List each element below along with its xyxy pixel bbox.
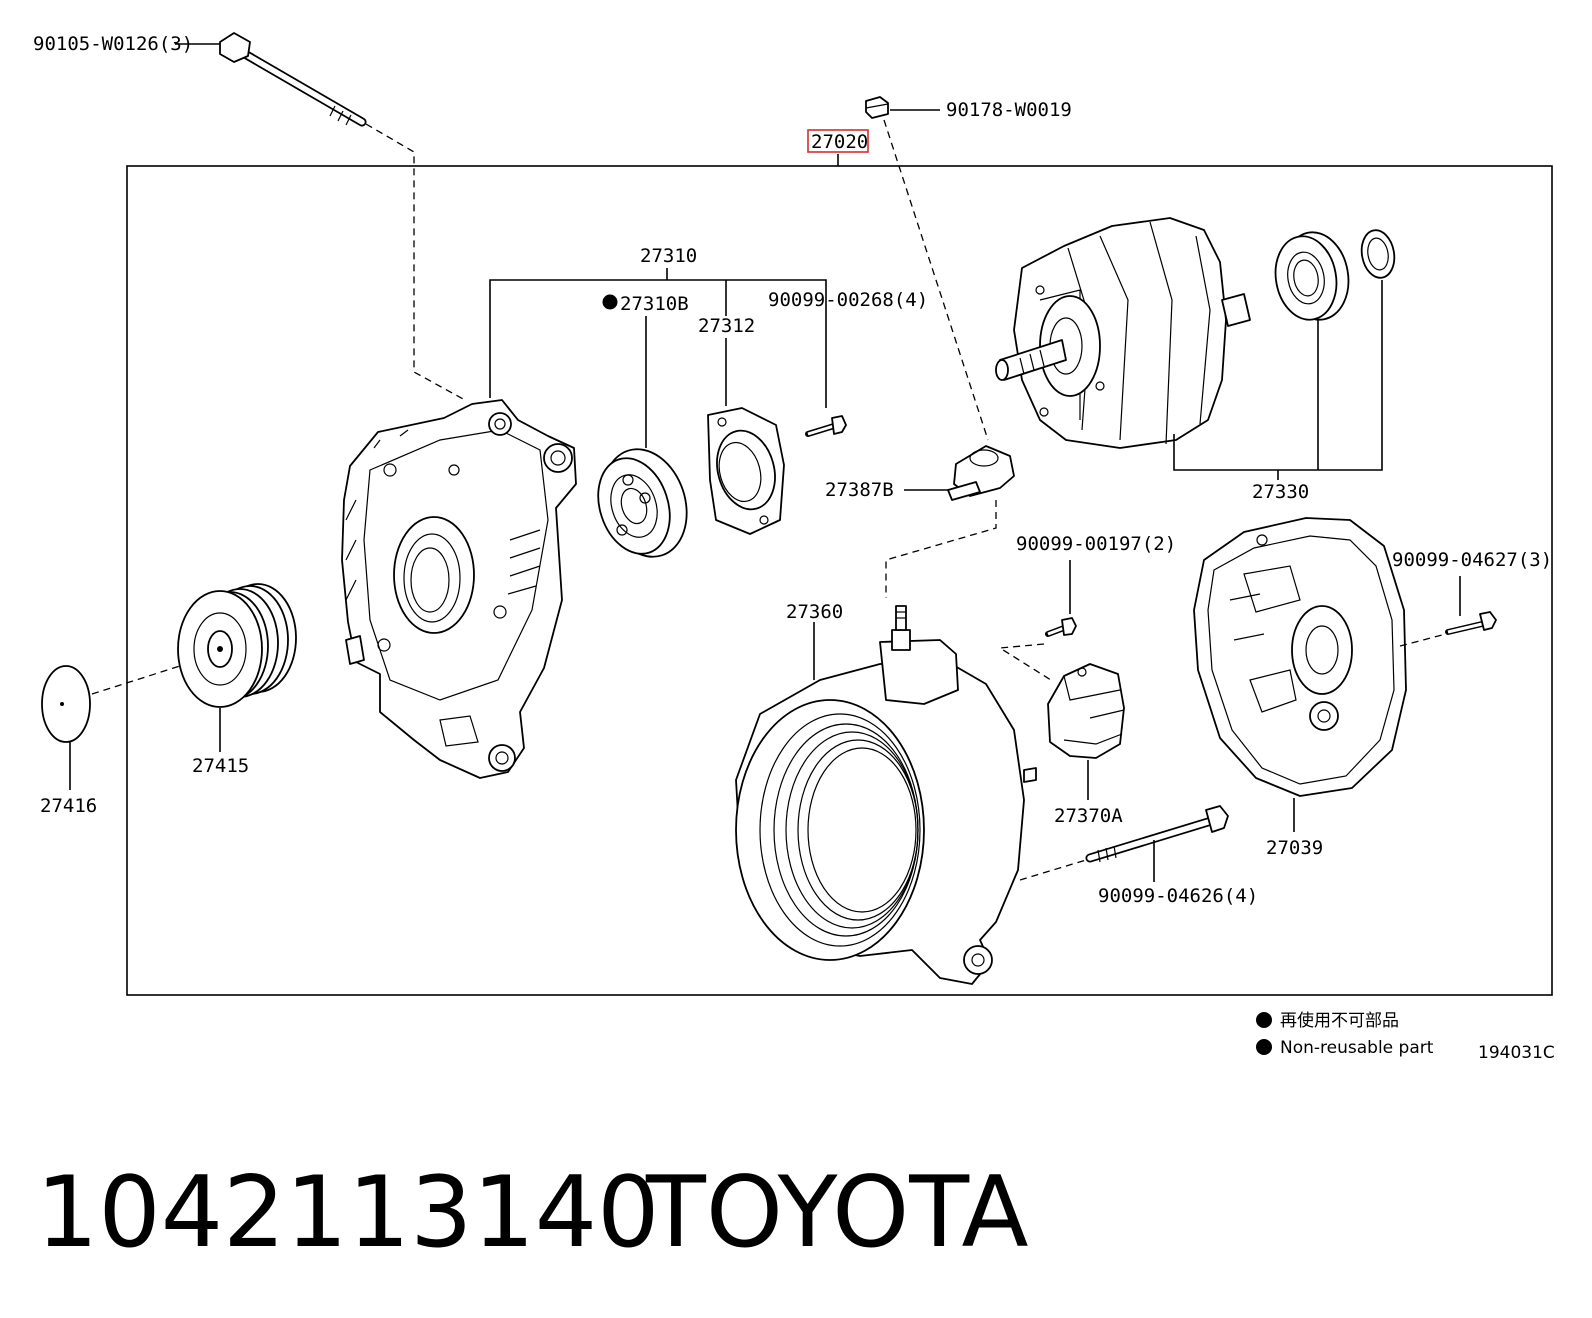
rear-cover-screw[interactable] <box>1445 611 1497 635</box>
brand-name: TOYOTA <box>645 1156 1029 1270</box>
callout-retainer: 27312 <box>698 315 755 337</box>
callout-stator-frame: 27360 <box>786 601 843 623</box>
cap-nut[interactable] <box>865 96 889 119</box>
callout-regulator: 27370A <box>1054 805 1123 827</box>
through-bolt[interactable] <box>1085 805 1229 863</box>
regulator-screw[interactable] <box>1045 617 1077 637</box>
callout-rear-screw: 90099-04627(3) <box>1392 549 1552 571</box>
legend-line-1: 再使用不可部品 <box>1280 1010 1399 1031</box>
callout-through-bolt: 90099-04626(4) <box>1098 885 1258 907</box>
callout-retainer-screw: 90099-00268(4) <box>768 289 928 311</box>
non-reusable-marker-icon <box>602 294 618 310</box>
drive-end-frame[interactable] <box>341 399 577 779</box>
pulley-27415[interactable] <box>177 583 297 708</box>
callout-pulley-cap: 27416 <box>40 795 97 817</box>
pulley-cap-27416[interactable] <box>41 665 91 743</box>
retainer-plate-27312[interactable] <box>707 407 785 535</box>
rotor-washer[interactable] <box>1358 228 1398 281</box>
callout-brush-holder: 27387B <box>825 479 894 501</box>
rotor-27330[interactable] <box>995 217 1251 449</box>
legend-marker-icon <box>1256 1012 1272 1028</box>
part-number: 1042113140 <box>36 1156 660 1270</box>
regulator-27370A[interactable] <box>1047 663 1125 759</box>
legend-line-2: Non-reusable part <box>1280 1038 1434 1058</box>
rotor-bearing[interactable] <box>1269 227 1355 325</box>
callout-cap-nut: 90178-W0019 <box>946 99 1072 121</box>
callout-frame-group: 27310 <box>640 245 697 267</box>
callout-bearing: 27310B <box>620 293 689 315</box>
legend-marker-icon <box>1256 1039 1272 1055</box>
stator-frame-27360[interactable] <box>735 605 1037 985</box>
top-bolt[interactable] <box>219 32 367 127</box>
rear-cover-27039[interactable] <box>1193 517 1407 797</box>
assembly-highlight-box <box>807 129 869 153</box>
callout-top-bolt: 90105-W0126(3) <box>33 33 193 55</box>
callout-regulator-screw: 90099-00197(2) <box>1016 533 1176 555</box>
callout-rear-cover: 27039 <box>1266 837 1323 859</box>
assembly-label[interactable]: 27020 <box>811 131 868 153</box>
brush-holder-27387B[interactable] <box>947 445 1015 501</box>
bearing-27310B[interactable] <box>587 438 701 567</box>
reference-code: 194031C <box>1478 1043 1555 1063</box>
retainer-screw[interactable] <box>805 415 847 437</box>
assembly-frame <box>126 165 1553 996</box>
callout-pulley: 27415 <box>192 755 249 777</box>
callout-rotor: 27330 <box>1252 481 1309 503</box>
